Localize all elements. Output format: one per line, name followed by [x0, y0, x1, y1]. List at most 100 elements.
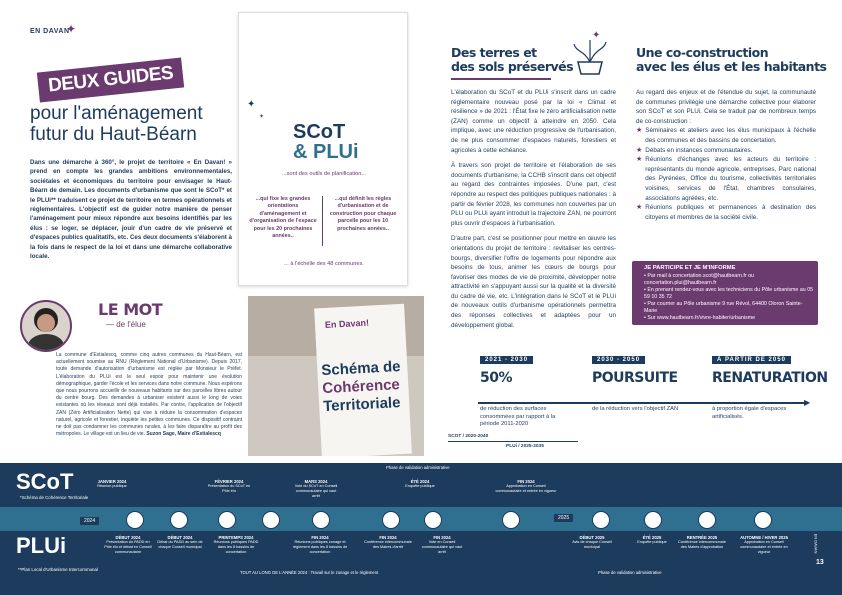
concertation-bottom: Phase de validation administrative: [598, 570, 662, 575]
plui-label: PLUi: [16, 533, 67, 558]
timeline-icon: [592, 511, 610, 529]
scot-range: SCOT / 2020-2040: [448, 434, 489, 439]
star-icon: ★: [636, 127, 643, 135]
planning-subtitle: ...sont des outils de planification...: [282, 171, 366, 177]
list-item: ★Séminaires et ateliers avec les élus mu…: [636, 127, 816, 144]
mot-body: La commune d'Estialescq, comme cinq autr…: [56, 352, 242, 438]
banner-title: En Davan!: [324, 317, 370, 330]
trajectoire-line: [478, 402, 808, 404]
coconstruction-intro: Au regard des enjeux et de l'étendue du …: [636, 89, 816, 125]
list-item[interactable]: • Par mail à concertation.scot@hautbearn…: [644, 273, 754, 286]
mot-subtitle: — de l'élue: [106, 320, 146, 329]
intro-title: pour l'aménagement futur du Haut-Béarn: [30, 103, 203, 145]
zan-note: TOUT AU LONG DE L'ANNÉE 2024 : Travail s…: [240, 570, 379, 575]
intro-paragraph: Dans une démarche à 360°, le projet de t…: [30, 159, 232, 261]
page-number: 13: [816, 559, 824, 566]
trajectoire: 2021 - 2030 2030 - 2050 À PARTIR DE 2050…: [448, 352, 828, 457]
period-label: 2030 - 2050: [592, 356, 646, 364]
scot-range-bar: [448, 441, 578, 442]
star-icon: ✦: [592, 30, 601, 41]
year-2024-tag: 2024: [80, 517, 100, 525]
list-item: ★Réunions d'échanges avec les acteurs du…: [636, 156, 816, 202]
period-value: POURSUITE: [592, 370, 678, 386]
plui-definition: ...qui définit les règles d'urbanisation…: [329, 196, 397, 232]
coconstruction-body: Au regard des enjeux et de l'étendue du …: [636, 88, 816, 222]
list-item[interactable]: • Sur www.hautbearn.fr/vivre-habiter/urb…: [644, 315, 756, 321]
mot-text: La commune d'Estialescq, comme cinq autr…: [56, 352, 242, 438]
participe-title: JE PARTICIPE ET JE M'INFORME: [644, 265, 736, 271]
plant-illustration: [570, 36, 610, 76]
coconstruction-title-line-1: Une co-construction: [636, 45, 769, 60]
mayor-avatar: [20, 300, 72, 352]
title-line-1: pour l'aménagement: [30, 103, 203, 124]
timeline-icon: [698, 511, 716, 529]
period-value: 50%: [480, 370, 513, 386]
terres-paragraph-3: D'autre part, c'est se positionner pour …: [451, 235, 616, 329]
mot-title: LE MOT: [98, 300, 163, 319]
concertation-top: Phase de validation administrative: [386, 465, 450, 470]
arrow-icon: ▶: [804, 398, 811, 407]
section-header: EN DAVAN: [30, 28, 70, 35]
star-icon: ✦: [247, 99, 256, 110]
logo-plui: & PLUi: [293, 141, 359, 163]
star-icon: ✦: [259, 114, 265, 120]
terres-title-line-1: Des terres et: [451, 45, 537, 60]
list-item[interactable]: • Par courrier au Pôle urbanisme 9 rue R…: [644, 301, 803, 314]
coconstruction-title: Une co-construction avec les élus et les…: [636, 45, 827, 74]
timeline-icon: [218, 511, 236, 529]
timeline-icon: [754, 511, 772, 529]
timeline-icon: [262, 511, 280, 529]
list-item[interactable]: • En prenant rendez-vous avec les techni…: [644, 287, 814, 300]
timeline-icon: [502, 511, 520, 529]
plui-range: PLUi / 2025-2035: [506, 444, 544, 449]
timeline-band: SCoT *Schéma de Cohérence Territoriale P…: [0, 463, 842, 595]
period-desc: de réduction des surfaces consommées par…: [480, 406, 556, 428]
timeline-icon: [382, 511, 400, 529]
star-icon: ★: [636, 146, 643, 154]
period-desc: de la réduction vers l'objectif ZAN: [592, 406, 679, 412]
planning-box: ✦ ✦ SCoT & PLUi ...sont des outils de pl…: [238, 12, 408, 286]
scot-definition: ...qui fixe les grandes orientations d'a…: [249, 196, 317, 240]
page-label: EN DAVAN: [813, 533, 819, 554]
star-icon: ✦: [66, 22, 77, 36]
timeline-icon: [644, 511, 662, 529]
timeline-icon: [170, 511, 188, 529]
box-divider: [322, 196, 323, 246]
terres-title: Des terres et des sols préservés: [451, 45, 574, 74]
participe-list: • Par mail à concertation.scot@hautbearn…: [644, 273, 814, 322]
list-item: ★Débats en instances communautaires.: [636, 146, 753, 154]
participe-box: JE PARTICIPE ET JE M'INFORME • Par mail …: [632, 261, 818, 325]
scot-note: *Schéma de Cohérence Territoriale: [20, 495, 89, 500]
logo-scot: SCoT: [293, 121, 346, 143]
intro-badge: DEUX GUIDES: [36, 57, 185, 103]
banner-line-3: Territoriale: [322, 394, 401, 416]
terres-title-line-2: des sols préservés: [451, 59, 574, 74]
year-2025-tag: 2025: [554, 514, 574, 522]
timeline-icon: [312, 511, 330, 529]
period-desc: à proportion égale d'espaces artificiali…: [712, 406, 787, 420]
scot-label: SCoT: [16, 469, 74, 494]
coconstruction-title-line-2: avec les élus et les habitants: [636, 59, 827, 74]
terres-paragraph-1: L'élaboration du SCoT et du PLUi s'inscr…: [451, 89, 616, 154]
timeline-icon: [424, 511, 442, 529]
terres-paragraph-2: À travers son projet de territoire et l'…: [451, 162, 616, 227]
period-value: RENATURATION: [712, 370, 828, 386]
list-item: ★Réunions publiques et permanences à des…: [636, 204, 816, 221]
plui-note: **Plan Local d'Urbanisme Intercommunal: [18, 567, 98, 572]
period-label: 2021 - 2030: [480, 356, 534, 364]
mot-signature: Suzon Sage, Maire d'Estialescq: [146, 431, 221, 438]
timeline-icon: [126, 511, 144, 529]
